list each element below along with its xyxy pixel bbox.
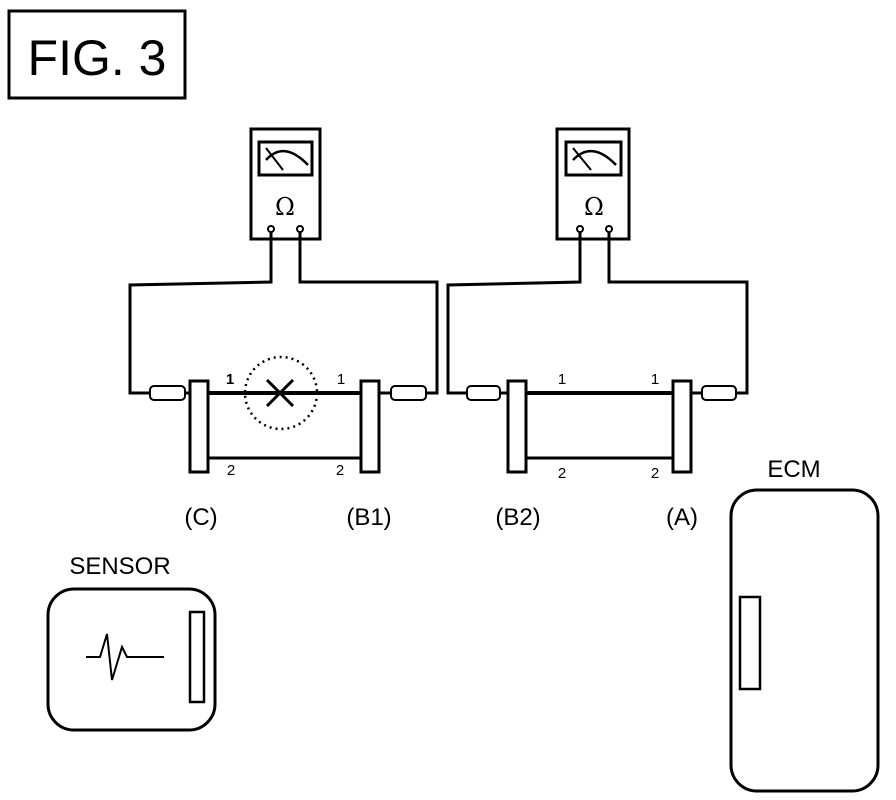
figure-title: FIG. 3 <box>28 30 167 86</box>
meter-scale-arc <box>572 150 617 166</box>
ohm-symbol-icon: Ω <box>275 193 295 221</box>
pin-label: 2 <box>651 465 659 482</box>
ecm-component: ECM <box>729 456 880 793</box>
meter-needle <box>572 147 592 171</box>
connector-c <box>188 379 210 474</box>
ohm-symbol-icon: Ω <box>584 193 604 221</box>
open-circuit-highlight <box>243 355 319 431</box>
pin-label: 1 <box>651 371 659 388</box>
probe-tip <box>701 385 737 401</box>
pin-label: 1 <box>226 371 234 388</box>
figure-title-box: FIG. 3 <box>7 9 187 100</box>
meter-terminal-pos <box>605 225 613 233</box>
meter-scale-arc <box>265 150 309 166</box>
connector-b1 <box>359 379 381 474</box>
probe-lead-right <box>298 232 439 395</box>
ecm-connector <box>738 595 762 691</box>
ohmmeter-right: Ω <box>555 127 631 241</box>
sensor-connector <box>188 610 206 704</box>
pin-label: 1 <box>337 371 345 388</box>
pin-label: 1 <box>558 371 566 388</box>
probe-lead-right <box>607 232 749 395</box>
circuit-c-b1: 1 1 2 2 (C) (B1) <box>128 232 439 531</box>
sensor-component: SENSOR <box>46 553 217 732</box>
pin-label: 2 <box>336 462 344 479</box>
connector-b2 <box>506 379 528 474</box>
sensor-signal-icon <box>86 633 164 681</box>
connector-label-c: (C) <box>184 504 217 531</box>
meter-needle <box>265 147 284 171</box>
connector-label-b2: (B2) <box>495 504 540 531</box>
pin-label: 2 <box>227 462 235 479</box>
ohmmeter-left: Ω <box>249 127 322 241</box>
ecm-label: ECM <box>767 456 820 483</box>
probe-tip <box>390 385 427 401</box>
pin-label: 2 <box>558 465 566 482</box>
meter-terminal-neg <box>576 225 584 233</box>
meter-terminal-neg <box>267 225 275 233</box>
connector-a <box>671 379 693 474</box>
probe-lead-left <box>446 232 582 395</box>
connector-label-b1: (B1) <box>346 504 391 531</box>
circuit-b2-a: 1 1 2 2 (B2) (A) <box>446 232 749 531</box>
connector-label-a: (A) <box>666 504 698 531</box>
probe-tip <box>149 385 186 401</box>
meter-display <box>564 140 623 177</box>
probe-tip <box>466 385 501 401</box>
sensor-label: SENSOR <box>69 553 170 580</box>
meter-terminal-pos <box>296 225 304 233</box>
probe-lead-left <box>128 232 273 395</box>
